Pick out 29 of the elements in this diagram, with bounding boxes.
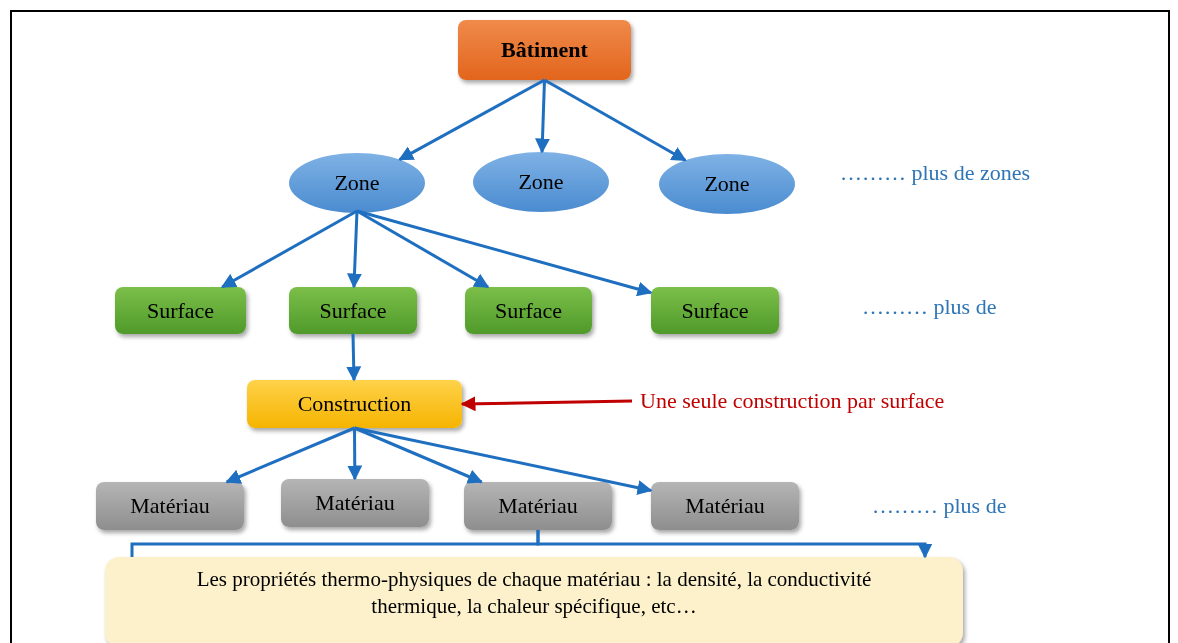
annotation-text: Une seule construction par surface <box>640 384 1040 418</box>
zone-ellipse: Zone <box>473 152 609 212</box>
zone-ellipse: Zone <box>659 154 795 214</box>
arrow <box>347 210 362 289</box>
arrow <box>347 428 363 481</box>
note-text: ……… plus de zones <box>840 160 1031 186</box>
note-text: ……… plus de <box>872 493 1007 519</box>
arrow <box>543 78 687 162</box>
surface-box: Surface <box>465 287 592 334</box>
material-box: Matériau <box>464 482 612 530</box>
arrow <box>225 426 356 484</box>
note-text: ……… plus de <box>862 294 997 320</box>
pointer-arrow <box>460 396 633 412</box>
callout-box: Les propriétés thermo-physiques de chaque matériau : la densité, la conductivité thermique, la chaleur spécifique, etc… <box>105 557 963 643</box>
surface-box: Surface <box>289 287 417 334</box>
arrow <box>398 78 546 161</box>
surface-box: Surface <box>651 287 779 334</box>
arrow <box>220 209 358 289</box>
arrow <box>346 333 362 382</box>
zone-ellipse: Zone <box>289 153 425 213</box>
construction-box: Construction <box>247 380 462 428</box>
arrow <box>536 530 933 559</box>
material-box: Matériau <box>281 479 429 527</box>
material-box: Matériau <box>651 482 799 530</box>
root-box: Bâtiment <box>458 20 631 80</box>
material-box: Matériau <box>96 482 244 530</box>
arrow <box>356 209 653 297</box>
surface-box: Surface <box>115 287 246 334</box>
arrow <box>535 79 550 154</box>
